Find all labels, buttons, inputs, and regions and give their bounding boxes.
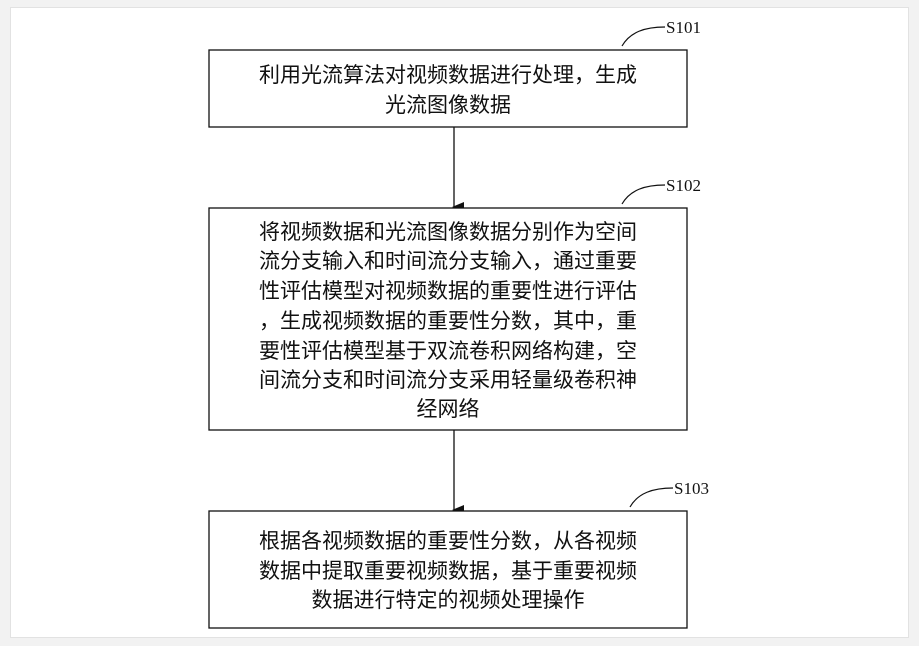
step-s103-box	[208, 510, 688, 629]
step-s102-line-6: 间流分支和时间流分支采用轻量级卷积神	[259, 368, 637, 392]
step-s102-line-2: 流分支输入和时间流分支输入，通过重要	[259, 249, 637, 273]
step-s101-label: S101	[666, 18, 701, 37]
step-s103-line-2: 数据中提取重要视频数据，基于重要视频	[259, 559, 637, 583]
step-s102-line-7: 经网络	[417, 397, 480, 421]
step-s102-box	[208, 207, 688, 431]
step-s103-line-1: 根据各视频数据的重要性分数，从各视频	[259, 529, 637, 553]
step-s101-line-1: 利用光流算法对视频数据进行处理，生成	[259, 63, 637, 87]
step-s102-label: S102	[666, 176, 701, 195]
step-s102-line-3: 性评估模型对视频数据的重要性进行评估	[259, 279, 637, 303]
step-s102-line-1: 将视频数据和光流图像数据分别作为空间	[259, 220, 637, 244]
step-s101-leader	[621, 26, 666, 47]
step-s102: 将视频数据和光流图像数据分别作为空间 流分支输入和时间流分支输入，通过重要 性评…	[208, 176, 701, 431]
step-s103-line-3: 数据进行特定的视频处理操作	[312, 588, 585, 612]
step-s101: 利用光流算法对视频数据进行处理，生成 光流图像数据 S101	[208, 18, 701, 128]
step-s103: 根据各视频数据的重要性分数，从各视频 数据中提取重要视频数据，基于重要视频 数据…	[208, 479, 709, 629]
step-s101-line-2: 光流图像数据	[385, 93, 511, 117]
step-s102-leader	[621, 184, 666, 205]
step-s103-label: S103	[674, 479, 709, 498]
step-s102-line-4: ，生成视频数据的重要性分数，其中，重	[259, 309, 637, 333]
step-s103-leader	[629, 487, 674, 508]
step-s102-line-5: 要性评估模型基于双流卷积网络构建，空	[259, 339, 637, 363]
step-s101-box	[208, 49, 688, 128]
